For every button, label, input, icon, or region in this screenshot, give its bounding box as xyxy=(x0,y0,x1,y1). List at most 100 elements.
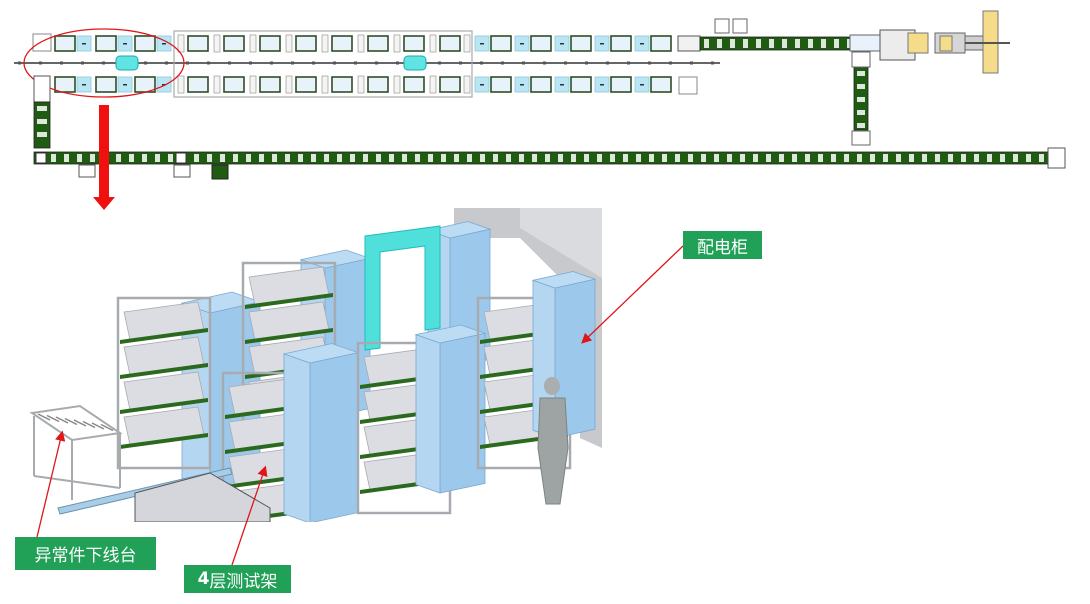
divider-post xyxy=(463,34,471,53)
conveyor-roller xyxy=(792,154,797,162)
divider-post xyxy=(321,34,329,53)
rail-node xyxy=(375,61,378,65)
conveyor-roller xyxy=(857,71,865,76)
conveyor-roller xyxy=(834,39,839,48)
conveyor-roller xyxy=(155,154,160,162)
station xyxy=(570,76,592,93)
station xyxy=(650,76,672,93)
rail-node xyxy=(690,61,693,65)
rail-node xyxy=(312,61,315,65)
station xyxy=(610,35,632,52)
machine-platform xyxy=(939,35,953,52)
rail-node xyxy=(522,61,525,65)
shuttle-cart xyxy=(403,55,427,71)
station xyxy=(530,35,552,52)
station xyxy=(490,76,512,93)
test-area-frame xyxy=(173,30,473,98)
conveyor-roller xyxy=(818,154,823,162)
rack-slot-mark xyxy=(520,43,524,45)
conveyor-roller xyxy=(756,39,761,48)
conveyor-roller xyxy=(922,154,927,162)
divider-post xyxy=(177,34,185,53)
station xyxy=(223,35,245,52)
turn-unit xyxy=(175,152,187,164)
conveyor-roller xyxy=(714,154,719,162)
rack-2-shelf xyxy=(245,293,333,309)
conveyor-roller xyxy=(194,154,199,162)
conveyor-roller xyxy=(974,154,979,162)
rack-slot-mark xyxy=(560,84,564,86)
station xyxy=(490,35,512,52)
back-rack xyxy=(520,208,602,278)
station xyxy=(259,35,281,52)
person-head xyxy=(544,377,560,395)
conveyor-roller xyxy=(808,39,813,48)
conveyor-roller xyxy=(935,154,940,162)
conveyor-roller xyxy=(805,154,810,162)
rail-node xyxy=(333,61,336,65)
rail-node xyxy=(564,61,567,65)
conveyor-roller xyxy=(909,154,914,162)
rack-1-shelf xyxy=(120,328,208,344)
rack-slot-mark xyxy=(82,43,86,45)
conveyor-roller xyxy=(116,154,121,162)
conveyor-roller xyxy=(883,154,888,162)
frame-box xyxy=(851,51,871,68)
roller xyxy=(46,414,60,423)
conveyor-roller xyxy=(467,154,472,162)
conveyor-roller xyxy=(545,154,550,162)
station xyxy=(570,35,592,52)
conveyor-roller xyxy=(961,154,966,162)
roller xyxy=(91,422,105,430)
conveyor-roller xyxy=(1013,154,1018,162)
roller xyxy=(37,413,51,421)
conveyor-roller xyxy=(597,154,602,162)
rack-slot-mark xyxy=(480,43,484,45)
divider-post xyxy=(357,75,365,94)
rack-slot-mark xyxy=(600,43,604,45)
rail-node xyxy=(459,61,462,65)
rail-node xyxy=(228,61,231,65)
rack-slot-mark xyxy=(123,43,127,45)
cabinet-3-top xyxy=(426,221,492,239)
station xyxy=(295,35,317,52)
rail-node xyxy=(186,61,189,65)
conveyor-roller xyxy=(207,154,212,162)
shuttle-cart xyxy=(115,55,139,71)
rail-node xyxy=(585,61,588,65)
conveyor-roller xyxy=(64,154,69,162)
conveyor-roller xyxy=(337,154,342,162)
rail-node xyxy=(354,61,357,65)
conveyor-roller xyxy=(363,154,368,162)
rack-1-shelf xyxy=(120,398,208,414)
conveyor-roller xyxy=(782,39,787,48)
station xyxy=(95,76,117,93)
conveyor-roller xyxy=(636,154,641,162)
conveyor-roller xyxy=(987,154,992,162)
divider-post xyxy=(393,34,401,53)
roller xyxy=(82,420,96,429)
rail-node xyxy=(39,61,42,65)
station xyxy=(223,76,245,93)
conveyor-roller xyxy=(350,154,355,162)
cabinet-5-side xyxy=(415,334,441,494)
rail-node xyxy=(501,61,504,65)
divider-post xyxy=(213,34,221,53)
conveyor-roller xyxy=(233,154,238,162)
callout-power-cabinet: 配电柜 xyxy=(683,231,762,259)
frame-box xyxy=(78,164,96,178)
cabinet-4-side xyxy=(283,353,311,522)
conveyor-roller xyxy=(129,154,134,162)
divider-post xyxy=(177,75,185,94)
gantry-frame xyxy=(364,225,441,351)
rack-slot-mark xyxy=(640,43,644,45)
rail-node xyxy=(627,61,630,65)
conveyor-roller xyxy=(142,154,147,162)
rail-node xyxy=(396,61,399,65)
conveyor-roller xyxy=(769,39,774,48)
conveyor-roller xyxy=(675,154,680,162)
conveyor-roller xyxy=(298,154,303,162)
station xyxy=(187,35,209,52)
frame-box xyxy=(173,164,191,178)
